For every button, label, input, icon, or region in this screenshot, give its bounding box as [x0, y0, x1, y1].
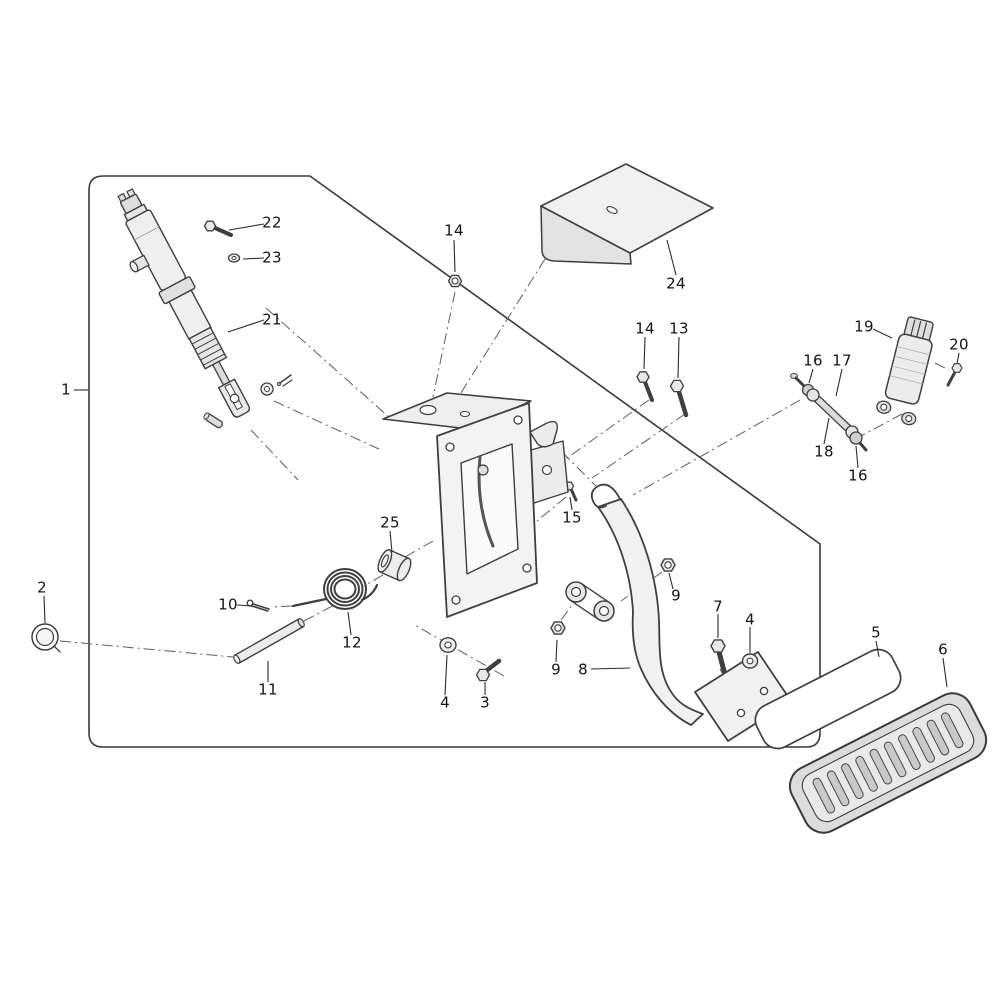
part-24-cover [540, 163, 714, 265]
bracket-side-plate [523, 420, 569, 505]
part-12-spring [291, 568, 379, 610]
part-8-pedal-arm [590, 483, 792, 742]
part-20-bolt [946, 363, 963, 387]
part-11-rod [233, 618, 305, 664]
part-25-bushing [377, 549, 412, 582]
part-4-washer-left [439, 637, 457, 653]
part-9-nut-right [660, 558, 676, 572]
pedal-pivot [565, 581, 615, 622]
part-3-bolt [475, 658, 502, 682]
clevis-pin [203, 412, 223, 429]
part-16-ball-lower [849, 431, 868, 452]
part-4-washer-right [741, 653, 759, 669]
assembly-boundary-outline [88, 175, 821, 748]
main-bracket [382, 392, 538, 618]
part-22-bolt [203, 220, 233, 237]
part-6-rubber-pad [788, 692, 988, 834]
part-7-bolt [710, 639, 727, 674]
centerlines [59, 258, 950, 699]
part-19-sensor [876, 316, 934, 426]
part-14-nut-top [447, 274, 463, 288]
parts [31, 163, 988, 834]
leader-lines [43, 223, 960, 696]
part-21-master-cylinder [117, 188, 251, 418]
part-14-bolt-mid [636, 371, 654, 402]
part-9-nut-left [550, 621, 566, 635]
part-2-grommet [31, 623, 61, 653]
part-17-link-rod [806, 388, 859, 439]
part-23-nut [227, 253, 241, 263]
part-13-bolt [669, 379, 689, 418]
part-5-pedal-plate [754, 648, 902, 750]
retaining-clip [276, 374, 293, 387]
pushrod-washer [260, 382, 274, 396]
